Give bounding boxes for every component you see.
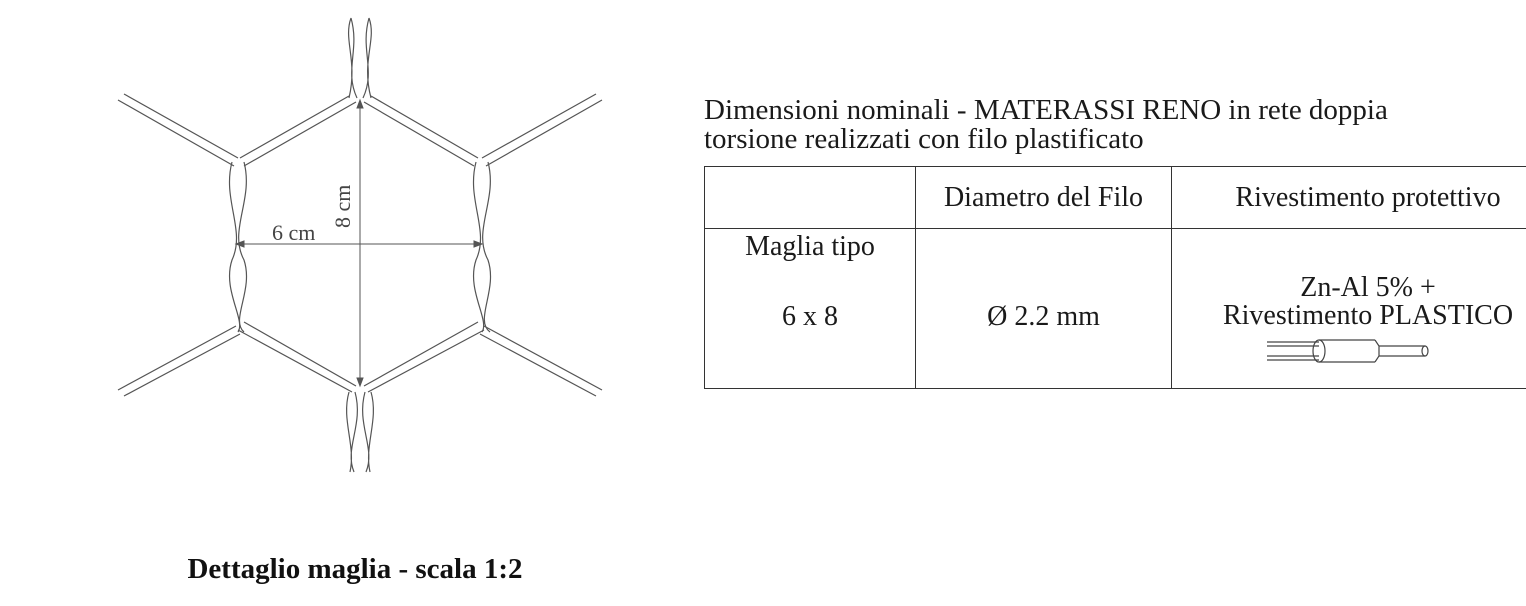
spec-table: Diametro del Filo Rivestimento protettiv…: [704, 166, 1526, 389]
mesh-twist-right: [472, 161, 492, 333]
coated-wire-icon: [1267, 338, 1429, 363]
coating-line2: Rivestimento PLASTICO: [1222, 299, 1514, 331]
wire-diameter-value: Ø 2.2 mm: [987, 300, 1100, 332]
dimension-label-width: 6 cm: [272, 220, 315, 245]
mesh-wire-outer-bottom-left: [117, 325, 241, 397]
coating-cell: Zn-Al 5% + Rivestimento PLASTICO: [1171, 228, 1526, 389]
table-title-line1: Dimensioni nominali - MATERASSI RENO in …: [704, 94, 1388, 126]
table-row: Maglia tipo 6 x 8 Ø 2.2 mm Zn-Al 5% + Ri…: [704, 228, 1526, 389]
mesh-type-value: 6 x 8: [782, 301, 838, 332]
mesh-type-cell: Maglia tipo 6 x 8: [704, 228, 916, 389]
header-empty: [704, 166, 916, 229]
table-title: Dimensioni nominali - MATERASSI RENO in …: [704, 96, 1526, 154]
mesh-wire-outer-bottom-right: [479, 325, 603, 397]
dimension-label-height: 8 cm: [330, 185, 355, 228]
wire-diameter-cell: Ø 2.2 mm: [915, 228, 1172, 389]
detail-caption: Dettaglio maglia - scala 1:2: [187, 553, 523, 585]
mesh-twist-left: [228, 161, 248, 333]
mesh-wire-outer-top-right: [481, 93, 603, 167]
header-wire-diameter: Diametro del Filo: [915, 166, 1172, 229]
spec-table-container: Diametro del Filo Rivestimento protettiv…: [704, 166, 1526, 392]
mesh-wire-upper-right: [363, 95, 479, 167]
table-header-row: Diametro del Filo Rivestimento protettiv…: [704, 166, 1526, 229]
mesh-wire-lower-right: [363, 321, 485, 393]
hexagonal-mesh-drawing: 6 cm 8 cm: [117, 17, 603, 473]
mesh-wire-upper-left: [239, 95, 357, 167]
mesh-wire-lower-left: [237, 321, 357, 393]
mesh-type-label: Maglia tipo: [745, 231, 875, 262]
coating-line1: Zn-Al 5% +: [1300, 271, 1436, 303]
table-title-line2: torsione realizzati con filo plastificat…: [704, 123, 1144, 155]
mesh-wire-outer-top-left: [117, 93, 239, 167]
header-protective-coating: Rivestimento protettivo: [1171, 166, 1526, 229]
mesh-twist-top: [347, 17, 372, 99]
mesh-twist-bottom: [346, 391, 374, 473]
